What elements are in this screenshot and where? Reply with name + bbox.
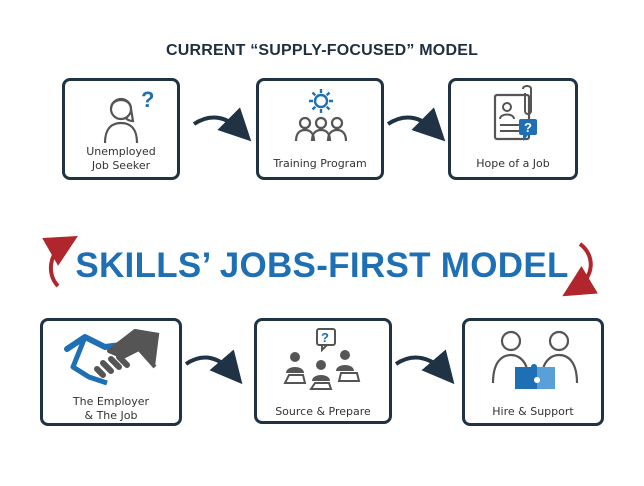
step-unemployed-job-seeker: ? Unemployed Job Seeker <box>62 78 180 180</box>
arrow-top-2 <box>386 107 446 142</box>
puzzle-people-icon <box>491 330 579 389</box>
people-laptops-icon: ? <box>283 328 361 390</box>
step-label: Training Program <box>273 157 367 170</box>
gear-icon <box>309 89 333 113</box>
question-mark-icon: ? <box>524 120 532 135</box>
jobs-first-model-title: SKILLS’ JOBS-FIRST MODEL <box>75 246 569 285</box>
arrow-bottom-1 <box>184 349 243 385</box>
cycle-arrow-left <box>42 236 78 288</box>
step-label-line2: & The Job <box>84 409 138 422</box>
arrow-bottom-2 <box>394 349 455 385</box>
people-group-icon <box>294 116 348 142</box>
step-label: Hire & Support <box>492 405 574 418</box>
current-model-title: CURRENT “SUPPLY-FOCUSED” MODEL <box>165 42 479 59</box>
laptops-icon <box>283 372 361 390</box>
step-label-line2: Job Seeker <box>91 159 151 172</box>
person-question-icon: ? <box>103 87 154 144</box>
step-source-and-prepare: ? Source & Prepare <box>254 318 392 424</box>
step-label: Hope of a Job <box>476 157 550 170</box>
paperclip-icon <box>522 85 532 115</box>
step-label: Source & Prepare <box>275 405 371 418</box>
puzzle-pieces-icon <box>515 364 555 389</box>
cycle-arrow-right <box>562 242 598 297</box>
step-hope-of-a-job: ? Hope of a Job <box>448 78 578 180</box>
resume-question-icon: ? <box>493 85 537 141</box>
handshake-icon <box>64 329 160 386</box>
people-icon <box>286 350 354 381</box>
step-training-program: Training Program <box>256 78 384 180</box>
step-label-line1: Unemployed <box>86 145 156 158</box>
people-icon <box>491 330 579 384</box>
arrow-top-1 <box>192 107 252 142</box>
step-employer-and-job: The Employer & The Job <box>40 318 182 426</box>
question-mark-icon: ? <box>321 330 329 345</box>
step-label-line1: The Employer <box>72 395 150 408</box>
question-mark-icon: ? <box>141 87 154 112</box>
step-hire-and-support: Hire & Support <box>462 318 604 426</box>
gear-people-icon <box>294 89 348 142</box>
